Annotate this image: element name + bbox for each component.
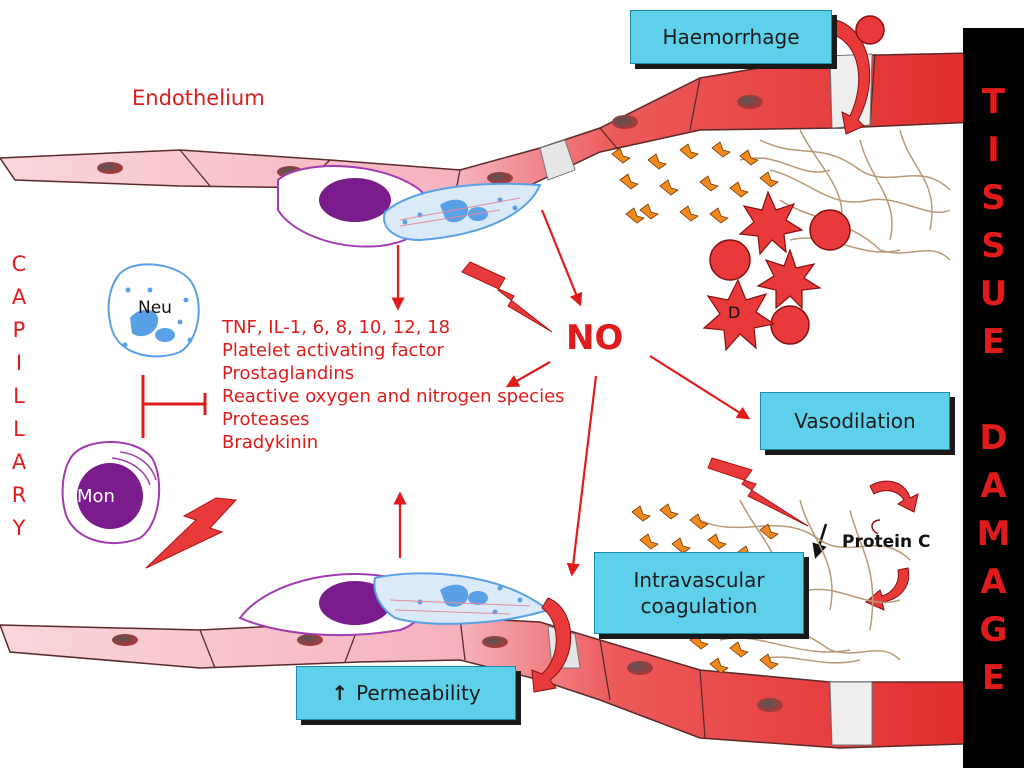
capillary-letter: C (11, 252, 27, 276)
inhibition-bracket (141, 375, 207, 438)
tissue-damage-letter: S (981, 226, 1006, 266)
neutrophil-cell (107, 263, 200, 358)
lightning-bolt-right (707, 457, 809, 527)
tissue-damage-letter: G (979, 610, 1008, 650)
tissue-damage-letter: E (981, 658, 1006, 698)
mediator-item: Prostaglandins (222, 363, 355, 384)
lower-adherent-cells (238, 572, 551, 637)
mediator-item: Bradykinin (222, 432, 319, 453)
damaged-cells (702, 190, 822, 352)
mediator-item: Reactive oxygen and nitrogen species (222, 386, 565, 407)
coagulation-label: coagulation (640, 594, 758, 618)
upper-adherent-cells (277, 165, 542, 248)
capillary-letter: A (11, 450, 27, 474)
lightning-bolt-left (145, 497, 238, 569)
tissue-damage-letter: T (981, 82, 1006, 122)
tissue-damage-letter: U (979, 274, 1008, 314)
mediator-list: TNF, IL-1, 6, 8, 10, 12, 18 Platelet act… (222, 316, 565, 454)
capillary-letter: P (12, 318, 26, 342)
endothelium-label: Endothelium (132, 86, 265, 110)
damaged-cell-label: D (728, 303, 741, 322)
red-blood-cells (709, 15, 885, 345)
permeability-box: ↑ Permeability (296, 666, 516, 720)
permeability-label: Permeability (356, 681, 481, 705)
no-label: NO (566, 318, 624, 358)
mediator-item: Proteases (222, 409, 310, 430)
tissue-damage-letter: A (980, 562, 1007, 602)
neu-label: Neu (138, 298, 172, 318)
capillary-letter: R (11, 483, 27, 507)
capillary-letter: L (13, 417, 25, 441)
tissue-damage-bar (963, 28, 1024, 768)
intravascular-label: Intravascular (633, 568, 765, 592)
capillary-letter: I (15, 351, 23, 375)
capillary-letter: Y (12, 516, 26, 540)
vasodilation-label: Vasodilation (794, 409, 916, 433)
monocyte-cell (61, 441, 161, 545)
platelets-upper (611, 141, 779, 224)
tissue-damage-letter: M (976, 514, 1011, 554)
tissue-damage-letter: S (981, 178, 1006, 218)
tissue-damage-letter: I (987, 130, 1000, 170)
tissue-damage-letter: D (979, 418, 1008, 458)
curved-arrows (531, 19, 919, 693)
haemorrhage-label: Haemorrhage (662, 25, 800, 49)
tissue-damage-vertical-label: T I S S U E D A M A G E (965, 78, 1022, 702)
tissue-damage-letter: E (981, 322, 1006, 362)
increase-arrow-icon: ↑ (331, 681, 349, 705)
capillary-vertical-label: C A P I L L A R Y (8, 248, 30, 545)
mediator-item: Platelet activating factor (222, 340, 444, 361)
flow-arrows (391, 209, 751, 577)
haemorrhage-box: Haemorrhage (630, 10, 832, 64)
capillary-letter: L (13, 384, 25, 408)
capillary-letter: A (11, 285, 27, 309)
vasodilation-box: Vasodilation (760, 392, 950, 450)
intravascular-coagulation-box: Intravascular coagulation (594, 552, 804, 634)
mon-label: Mon (77, 486, 115, 507)
protein-c-label: Protein C (842, 532, 931, 552)
lightning-bolt-upper (461, 261, 553, 333)
tissue-damage-letter: A (980, 466, 1007, 506)
mediator-item: TNF, IL-1, 6, 8, 10, 12, 18 (222, 317, 451, 338)
